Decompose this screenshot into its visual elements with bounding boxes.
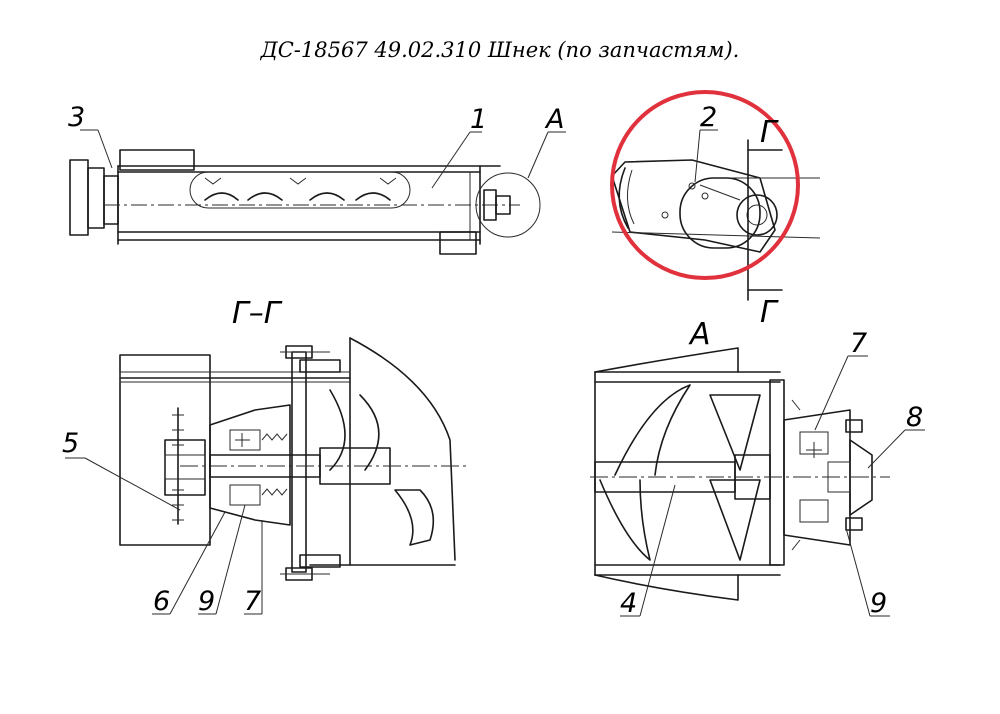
section-view bbox=[119, 337, 470, 581]
drawing-title: ДС-18567 49.02.310 Шнек (по запчастям). bbox=[260, 38, 740, 62]
view-a-marker: А bbox=[544, 104, 564, 135]
callout-1-leader bbox=[431, 131, 482, 189]
callout-8-leader bbox=[867, 429, 925, 469]
callout-9-left: 9 bbox=[198, 586, 215, 617]
callout-7-right: 7 bbox=[850, 328, 867, 359]
cut-mark-bottom: Г bbox=[760, 295, 779, 330]
callout-9-right: 9 bbox=[870, 588, 887, 619]
view-a-leader bbox=[527, 131, 566, 179]
callout-9-left-leader bbox=[198, 504, 246, 615]
callout-7-left-leader bbox=[244, 520, 263, 615]
callout-3-leader bbox=[80, 129, 113, 169]
callout-5-leader bbox=[65, 457, 181, 511]
callout-7-right-leader bbox=[814, 355, 868, 431]
highlight-circle bbox=[610, 90, 800, 280]
callout-4-leader bbox=[620, 484, 676, 617]
auger-side-view bbox=[69, 149, 541, 255]
auger-end-view bbox=[611, 139, 821, 301]
cut-mark-top: Г bbox=[760, 115, 779, 150]
callout-6: 6 bbox=[153, 586, 170, 617]
callout-4: 4 bbox=[620, 588, 637, 619]
callout-2: 2 bbox=[700, 102, 717, 133]
callout-5: 5 bbox=[62, 428, 79, 459]
callout-2-leader bbox=[694, 129, 718, 183]
view-a-title: А bbox=[688, 317, 711, 352]
section-label: Г–Г bbox=[232, 296, 283, 331]
callout-9-right-leader bbox=[845, 527, 890, 617]
callout-1: 1 bbox=[470, 104, 487, 135]
callout-3: 3 bbox=[68, 102, 85, 133]
callout-6-leader bbox=[152, 511, 226, 615]
view-a-detail bbox=[590, 347, 890, 601]
callout-7-left: 7 bbox=[244, 586, 261, 617]
callout-8: 8 bbox=[906, 402, 923, 433]
